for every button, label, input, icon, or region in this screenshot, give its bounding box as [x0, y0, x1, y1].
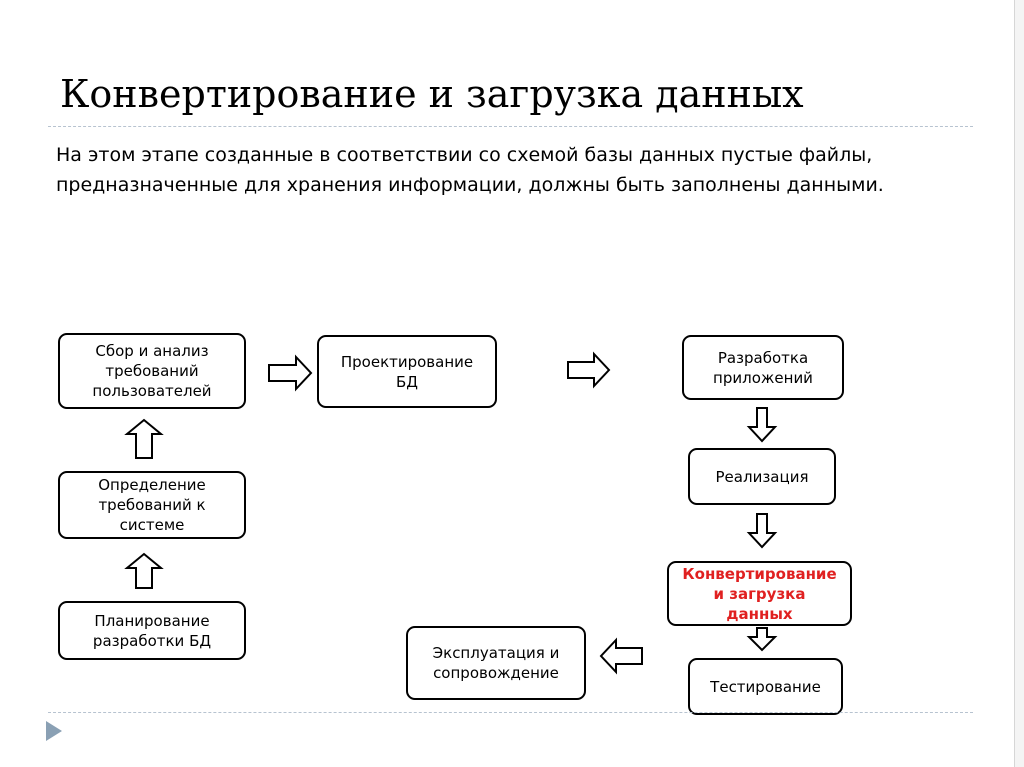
node-plan: Планирование разработки БД [58, 601, 246, 660]
arrow-up-2 [124, 552, 164, 589]
node-realiz: Реализация [688, 448, 836, 505]
node-ekspl: Эксплуатация и сопровождение [406, 626, 586, 700]
arrow-left-1 [599, 637, 643, 675]
node-konv: Конвертирование и загрузка данных [667, 561, 852, 626]
arrow-right-1 [268, 354, 313, 392]
footer-divider [48, 712, 973, 713]
intro-text: На этом этапе созданные в соответствии с… [56, 144, 884, 196]
node-opred: Определение требований к системе [58, 471, 246, 539]
arrow-down-1 [746, 407, 778, 443]
slide-edge [1014, 0, 1024, 767]
triangle-right-icon[interactable] [44, 719, 64, 743]
title-divider [48, 126, 973, 127]
node-test: Тестирование [688, 658, 843, 715]
arrow-down-3 [746, 627, 778, 652]
node-sbor: Сбор и анализ требований пользователей [58, 333, 246, 409]
arrow-up-1 [124, 418, 164, 459]
slide-title: Конвертирование и загрузка данных [60, 72, 804, 116]
arrow-right-2 [567, 351, 611, 389]
node-proekt: Проектирование БД [317, 335, 497, 408]
arrow-down-2 [746, 513, 778, 549]
node-razrab: Разработка приложений [682, 335, 844, 400]
